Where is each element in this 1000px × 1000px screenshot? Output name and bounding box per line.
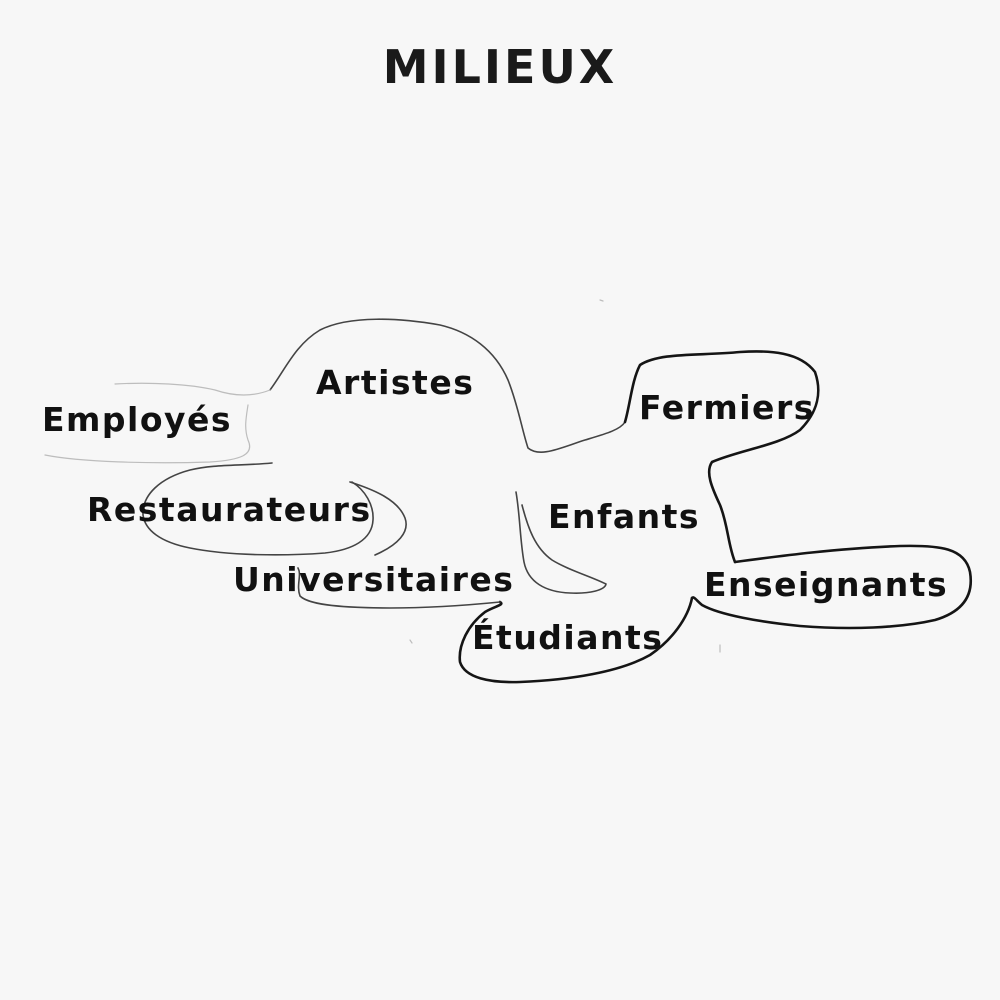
employes-outline [44,382,271,464]
universitaires-outline [297,481,501,609]
label-artistes: Artistes [316,363,475,402]
label-enfants: Enfants [548,497,701,536]
diagram-title: MILIEUX [382,40,618,94]
restaurateurs-outline [142,462,374,556]
enseignants-outline [690,544,973,630]
fermiers-outline [623,350,820,564]
etudiants-outline [458,596,694,684]
stray-mark [409,639,413,644]
label-fermiers: Fermiers [639,388,815,427]
label-enseignants: Enseignants [704,565,949,604]
label-universitaires: Universitaires [233,560,515,599]
enfants-outline [515,491,607,594]
label-etudiants: Étudiants [472,618,664,657]
artistes-outline [269,318,626,453]
label-employes: Employés [42,400,233,439]
label-restaurateurs: Restaurateurs [87,490,372,529]
stray-mark [599,299,604,302]
